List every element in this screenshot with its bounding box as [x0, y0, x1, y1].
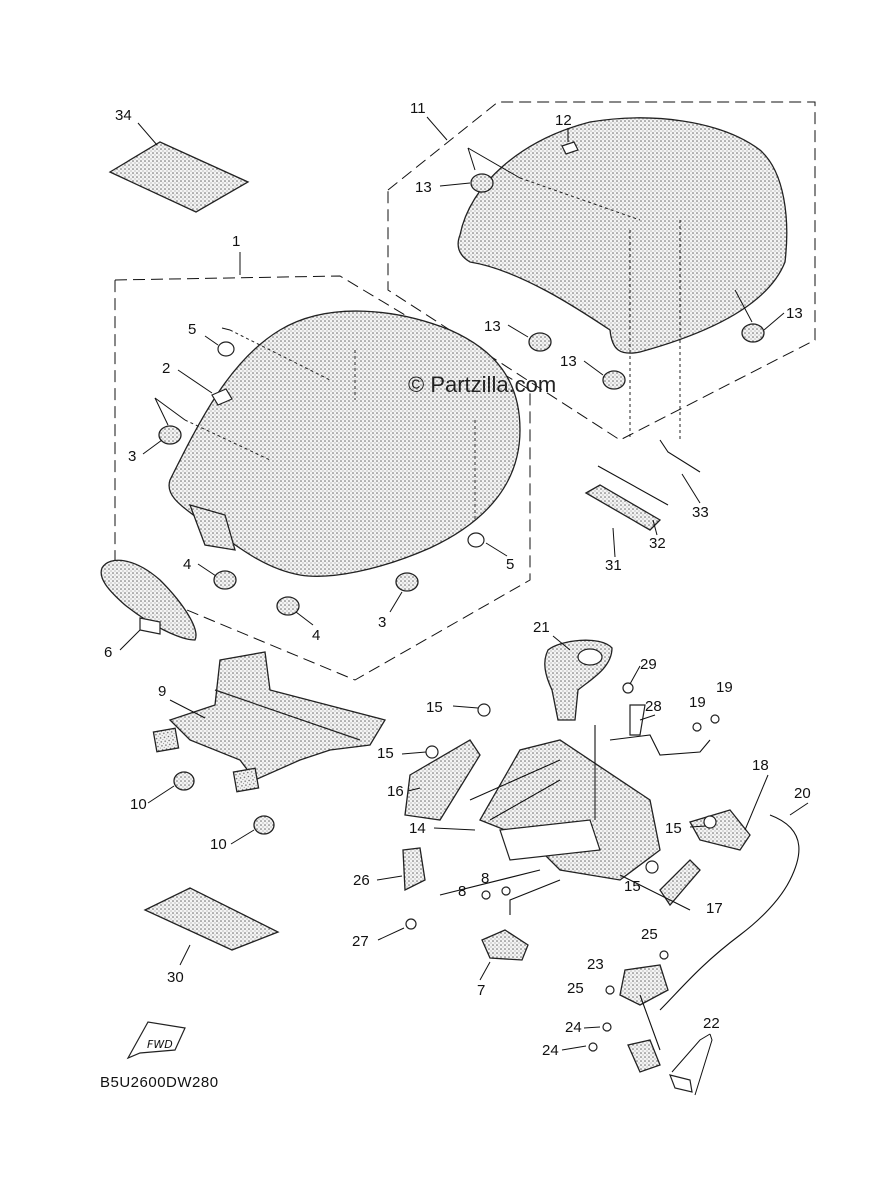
callout-22: 22	[703, 1015, 720, 1032]
damper-3-b	[395, 572, 419, 592]
callout-2: 2	[162, 360, 170, 377]
callout-13-b: 13	[484, 318, 501, 335]
damper-13-a	[470, 173, 494, 193]
callout-17: 17	[706, 900, 723, 917]
callout-4-a: 4	[183, 556, 191, 573]
callout-19-a: 19	[689, 694, 706, 711]
part-16	[404, 739, 481, 821]
callout-28: 28	[645, 698, 662, 715]
callout-19-b: 19	[716, 679, 733, 696]
callout-23: 23	[587, 956, 604, 973]
callout-15-c: 15	[665, 820, 682, 837]
callout-34: 34	[115, 107, 132, 124]
callout-5-a: 5	[188, 321, 196, 338]
rear-seat-group	[387, 101, 816, 441]
damper-13-c	[602, 370, 626, 390]
diagram-code: B5U2600DW280	[100, 1074, 219, 1091]
rear-seat-hook	[561, 141, 579, 155]
callout-33: 33	[692, 504, 709, 521]
callout-13-a: 13	[415, 179, 432, 196]
rear-seat-boundary	[387, 101, 816, 441]
callout-4-b: 4	[312, 627, 320, 644]
callout-9: 9	[158, 683, 166, 700]
callout-15-d: 15	[624, 878, 641, 895]
callout-3-a: 3	[128, 448, 136, 465]
callout-15-a: 15	[426, 699, 443, 716]
front-seat-tab	[211, 388, 233, 406]
callout-5-b: 5	[506, 556, 514, 573]
callout-32: 32	[649, 535, 666, 552]
part-30-label	[143, 887, 280, 951]
callout-30: 30	[167, 969, 184, 986]
callout-16: 16	[387, 783, 404, 800]
callout-20: 20	[794, 785, 811, 802]
part-6-cover	[100, 559, 197, 641]
callout-14: 14	[409, 820, 426, 837]
part-21	[544, 639, 613, 721]
rear-seat	[457, 117, 788, 354]
part-23	[619, 964, 669, 1006]
callout-8-a: 8	[481, 870, 489, 887]
callout-24-a: 24	[565, 1019, 582, 1036]
callout-24-b: 24	[542, 1042, 559, 1059]
cable-20	[659, 814, 800, 1011]
callout-13-c: 13	[560, 353, 577, 370]
part-34-label	[108, 141, 250, 213]
tool-32	[597, 465, 669, 506]
callout-15-b: 15	[377, 745, 394, 762]
fwd-arrow: FWD	[126, 1021, 186, 1060]
callout-8-b: 8	[458, 883, 466, 900]
callout-6: 6	[104, 644, 112, 661]
callout-21: 21	[533, 619, 550, 636]
damper-10-a	[173, 771, 195, 791]
tool-31	[584, 484, 662, 531]
bolt-5-b	[467, 532, 485, 548]
part-26	[402, 847, 426, 892]
damper-13-b	[528, 332, 552, 352]
part-17	[659, 859, 701, 907]
callout-18: 18	[752, 757, 769, 774]
damper-4-a	[213, 570, 237, 590]
callout-31: 31	[605, 557, 622, 574]
callout-26: 26	[353, 872, 370, 889]
damper-3-a	[158, 425, 182, 445]
part-9-bracket	[152, 651, 387, 835]
damper-4-b	[276, 596, 300, 616]
callout-7: 7	[477, 982, 485, 999]
callout-13-d: 13	[786, 305, 803, 322]
callout-29: 29	[640, 656, 657, 673]
damper-13-d	[741, 323, 765, 343]
callout-10-b: 10	[210, 836, 227, 853]
callout-11: 11	[410, 100, 426, 117]
part-18	[689, 809, 751, 851]
bolt-5-a	[217, 341, 235, 357]
front-seat-bracket	[188, 504, 236, 551]
callout-12: 12	[555, 112, 572, 129]
callout-10-a: 10	[130, 796, 147, 813]
lock-assembly	[402, 639, 800, 1093]
callout-25-b: 25	[567, 980, 584, 997]
front-seat	[168, 310, 521, 577]
watermark: © Partzilla.com	[408, 372, 556, 397]
tools-group	[584, 439, 701, 531]
damper-10-b	[253, 815, 275, 835]
callout-25-a: 25	[641, 926, 658, 943]
callout-1: 1	[232, 233, 240, 250]
callout-numbers: 34 11 12 13 13 13 13 1 5 2 3 3 4 4 5 6 3…	[104, 100, 811, 1059]
fwd-label: FWD	[147, 1038, 173, 1051]
part-22	[627, 1039, 661, 1073]
leader-lines	[119, 116, 809, 1096]
part-7	[481, 929, 529, 961]
tool-33	[659, 439, 701, 473]
callout-3-b: 3	[378, 614, 386, 631]
callout-27: 27	[352, 933, 369, 950]
